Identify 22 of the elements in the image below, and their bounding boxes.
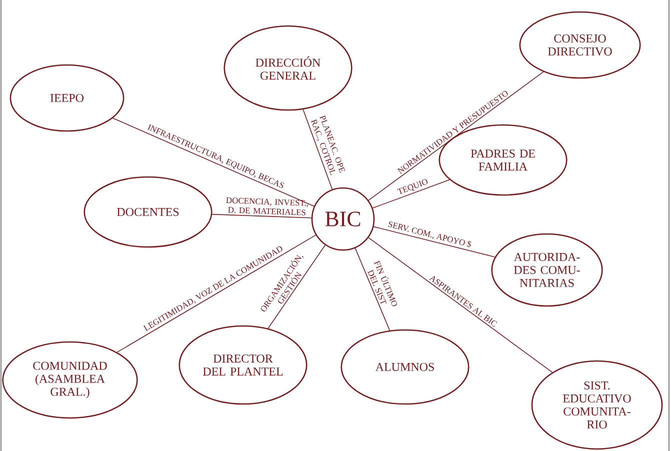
- connector-line: [112, 118, 314, 207]
- connector-line: [368, 71, 544, 201]
- connector-line: [116, 234, 316, 353]
- connector-line: [268, 244, 326, 329]
- ellipse-node: AUTORIDA- DES COMU- NITARIAS: [491, 233, 603, 307]
- connector-line: [373, 226, 496, 258]
- connector-line: [302, 109, 333, 190]
- connector-line: [354, 248, 390, 331]
- ellipse-node: CONSEJO DIRECTIVO: [519, 11, 641, 79]
- edge-label: SERV. COM., APOYO $: [388, 222, 472, 248]
- ellipse-node: COMUNIDAD (ASAMBLEA GRAL.): [2, 341, 138, 419]
- connector-line: [372, 179, 450, 208]
- ellipse-node: IEEPO: [10, 64, 124, 132]
- ellipse-node: ALUMNOS: [340, 329, 470, 405]
- ellipse-node: DIRECCIÓN GENERAL: [224, 25, 352, 111]
- connector-line: [368, 237, 553, 373]
- connector-line: [212, 214, 312, 218]
- ellipse-node: DIRECTOR DEL PLANTEL: [178, 325, 308, 405]
- ellipse-node: SIST. EDUCATIVO COMUNITA- RIO: [531, 360, 663, 450]
- edge-label: DOCENCIA, INVEST., D. DE MATERIALES: [226, 197, 308, 216]
- ellipse-node: DOCENTES: [84, 176, 212, 248]
- circle-node: BIC: [311, 187, 375, 251]
